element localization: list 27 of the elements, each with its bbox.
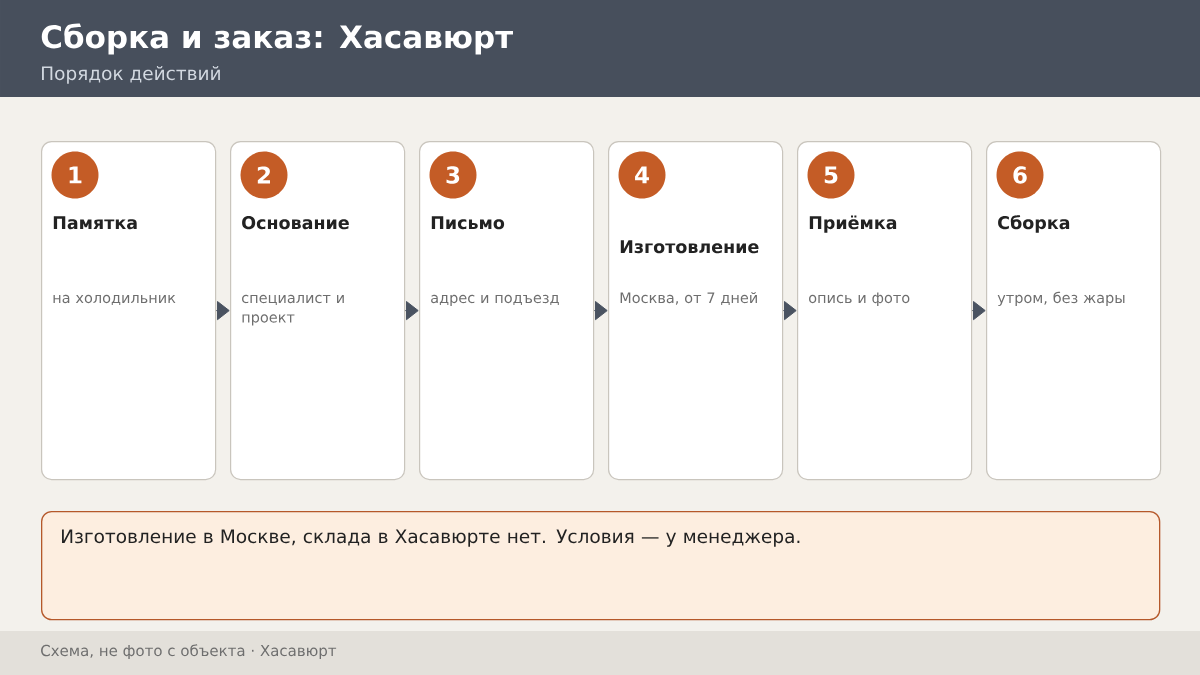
footer-note: Схема, не фото с объекта · Хасавюрт	[41, 644, 337, 660]
step-heading: Изготовление	[620, 240, 759, 254]
subtitle: Порядок действий	[42, 65, 220, 84]
step-description: опись и фото	[809, 292, 910, 306]
step-heading: Письмо	[431, 216, 505, 230]
step-description: на холодильник	[53, 294, 176, 305]
step-description: утром, без жары	[997, 291, 1125, 306]
number-badge: 6	[996, 151, 1044, 199]
arrow	[404, 301, 419, 321]
step-description: адрес и подъезд	[431, 294, 559, 306]
step-heading: Сборка	[998, 215, 1070, 233]
arrow	[782, 301, 797, 321]
number-badge: 2	[240, 151, 288, 199]
step-description: специалист и проект	[242, 294, 344, 326]
arrow	[593, 301, 608, 321]
step-heading: Приёмка	[809, 215, 897, 233]
number-badge: 1	[51, 151, 99, 199]
note-box: Изготовление в Москве, склада в Хасавюрте нет. Условия — у менеджера.	[41, 511, 1161, 621]
arrow	[971, 301, 986, 321]
number-badge: 3	[429, 151, 477, 199]
step-heading: Памятка	[53, 216, 137, 230]
number-badge: 4	[618, 151, 666, 199]
number-badge: 5	[807, 151, 855, 199]
step-heading: Основание	[242, 216, 349, 230]
arrow	[215, 301, 230, 321]
title: Сборка и заказ: Хасавюрт	[41, 23, 513, 55]
step-description: Москва, от 7 дней	[620, 291, 757, 305]
